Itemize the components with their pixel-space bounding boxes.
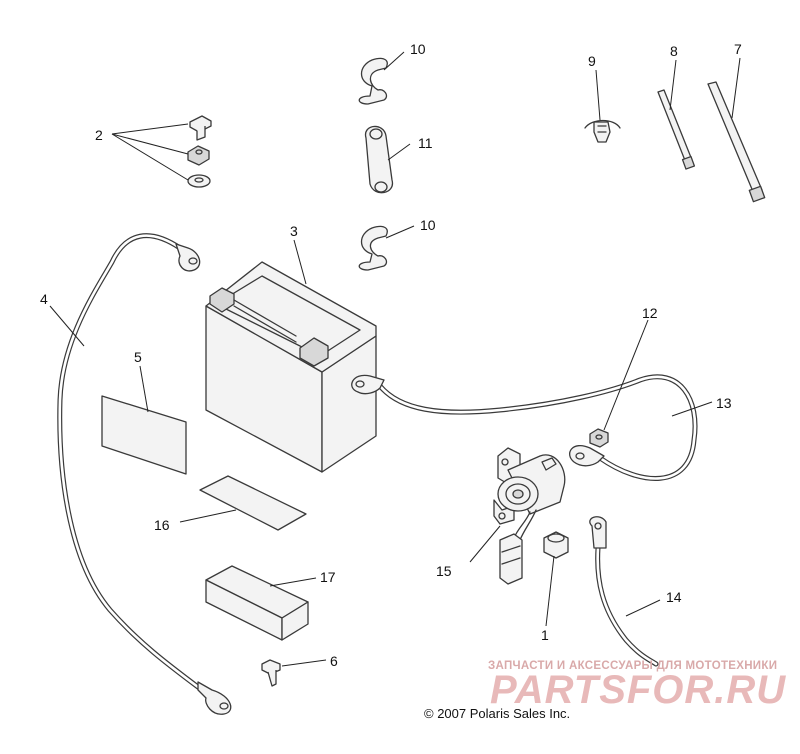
part-2-hardware: [187, 115, 212, 188]
callout-4: 4: [40, 291, 48, 307]
watermark-tagline: ЗАПЧАСТИ И АКСЕССУАРЫ ДЛЯ МОТОТЕХНИКИ: [488, 660, 778, 672]
part-10-clip-bottom: [358, 225, 388, 271]
part-11-link: [364, 125, 394, 194]
part-9-rivet: [584, 119, 621, 143]
part-12-nut: [589, 428, 609, 448]
callout-3: 3: [290, 223, 298, 239]
part-4-cable: [57, 233, 232, 715]
callout-9: 9: [588, 53, 596, 69]
callout-14: 14: [666, 589, 682, 605]
callout-6: 6: [330, 653, 338, 669]
callout-8: 8: [670, 43, 678, 59]
callout-2: 2: [95, 127, 103, 143]
callout-10-top: 10: [410, 41, 426, 57]
callout-15: 15: [436, 563, 452, 579]
callout-16: 16: [154, 517, 170, 533]
part-14-cable: [589, 516, 659, 667]
callouts: 2 10 11 10 9 8 7 3 4 5 12 13 16 17 6 15 …: [40, 41, 742, 669]
part-15-solenoid: [493, 447, 566, 585]
part-1-plug: [543, 531, 569, 559]
callout-1: 1: [541, 627, 549, 643]
callout-5: 5: [134, 349, 142, 365]
callout-11: 11: [418, 135, 433, 151]
part-13-cable: [351, 374, 698, 481]
copyright-notice: © 2007 Polaris Sales Inc.: [424, 706, 571, 721]
watermark-logo: PARTSFOR.RU: [490, 668, 787, 712]
part-8-cable-tie: [657, 89, 696, 170]
callout-10-bottom: 10: [420, 217, 436, 233]
part-17-foam: [205, 565, 309, 641]
callout-12: 12: [642, 305, 658, 321]
part-7-cable-tie: [707, 81, 766, 203]
callout-17: 17: [320, 569, 336, 585]
callout-13: 13: [716, 395, 732, 411]
part-3-battery: [205, 261, 377, 473]
callout-7: 7: [734, 41, 742, 57]
part-6-screw: [261, 659, 281, 687]
part-5-label: [101, 395, 187, 475]
part-16-pad: [199, 475, 307, 531]
leader-lines: [49, 51, 741, 667]
part-10-clip-top: [358, 57, 388, 105]
